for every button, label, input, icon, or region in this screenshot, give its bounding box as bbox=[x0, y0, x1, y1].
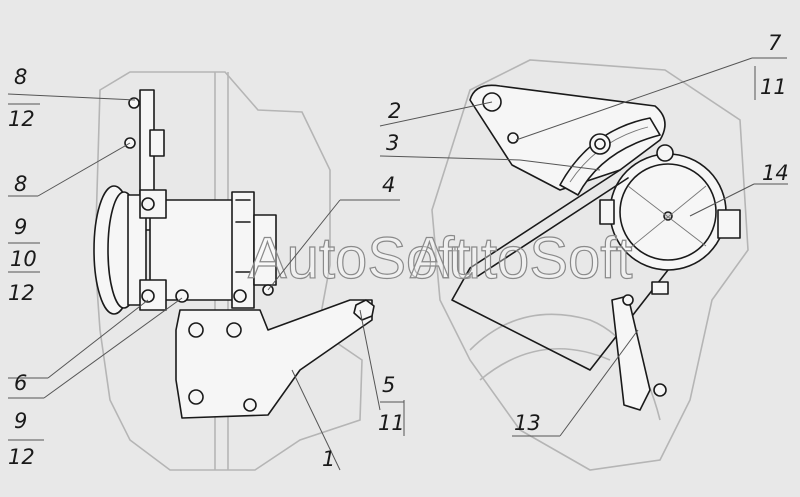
callout-6: 6 bbox=[14, 371, 27, 395]
front-view bbox=[93, 71, 375, 471]
leader-lines bbox=[7, 57, 788, 471]
arm-nut-core bbox=[594, 138, 606, 150]
adjusting-arm bbox=[559, 117, 661, 196]
callout-13: 13 bbox=[514, 411, 541, 435]
side-view bbox=[431, 59, 749, 471]
bolt-lug-lower bbox=[141, 289, 155, 303]
housing-arc-2 bbox=[479, 347, 611, 381]
bolt-lug-lower-2 bbox=[175, 289, 189, 303]
center-line-1 bbox=[627, 185, 707, 247]
strap-clip bbox=[651, 281, 669, 295]
callout-5: 5 bbox=[382, 373, 395, 397]
callout-8-mid: 8 bbox=[14, 172, 27, 196]
callout-14: 14 bbox=[762, 161, 789, 185]
belt-inner bbox=[477, 177, 629, 277]
side-lug bbox=[599, 199, 615, 225]
bolt-bracket-4 bbox=[243, 398, 257, 412]
callout-9-mid: 9 bbox=[14, 215, 27, 239]
rear-terminal bbox=[253, 214, 277, 286]
callout-7: 7 bbox=[768, 31, 782, 55]
pulley-hub bbox=[127, 194, 147, 306]
callout-8-top: 8 bbox=[14, 65, 27, 89]
top-boss bbox=[656, 144, 674, 162]
callout-3: 3 bbox=[386, 131, 399, 155]
bolt-upper bbox=[128, 97, 140, 109]
callout-12-mid: 12 bbox=[8, 281, 35, 305]
center-line-2 bbox=[629, 185, 707, 249]
rear-lug bbox=[717, 209, 741, 239]
callout-12-low: 12 bbox=[8, 445, 35, 469]
callout-11-left: 11 bbox=[378, 411, 405, 435]
lower-strap bbox=[611, 295, 651, 411]
mounting-bracket bbox=[175, 299, 373, 419]
strap-bolt-bottom bbox=[653, 383, 667, 397]
bolt-bracket-1 bbox=[188, 322, 204, 338]
upper-plate bbox=[469, 84, 666, 191]
engine-block-outline bbox=[94, 71, 363, 471]
watermark-right: AutoSoft bbox=[410, 226, 632, 291]
callout-11-right: 11 bbox=[760, 75, 787, 99]
callout-1: 1 bbox=[322, 447, 335, 471]
callout-2: 2 bbox=[388, 99, 401, 123]
strap-clamp bbox=[149, 129, 165, 157]
bolt-bracket-2 bbox=[226, 322, 242, 338]
callout-12-top: 12 bbox=[8, 107, 35, 131]
strap-bolt-top bbox=[622, 294, 634, 306]
bolt-rear-lower bbox=[233, 289, 247, 303]
bolt-lug-upper bbox=[141, 197, 155, 211]
callout-9-low: 9 bbox=[14, 409, 27, 433]
watermark-left: AutoSoft bbox=[248, 226, 470, 291]
housing-outline bbox=[431, 59, 749, 471]
callout-10: 10 bbox=[10, 247, 37, 271]
hex-nut bbox=[353, 299, 375, 321]
callouts: 8 12 8 9 10 12 6 9 12 4 5 11 1 2 3 7 11 … bbox=[8, 31, 789, 471]
callout-4: 4 bbox=[382, 173, 395, 197]
plate-bolt bbox=[507, 132, 519, 144]
bolt-bracket-3 bbox=[188, 389, 204, 405]
